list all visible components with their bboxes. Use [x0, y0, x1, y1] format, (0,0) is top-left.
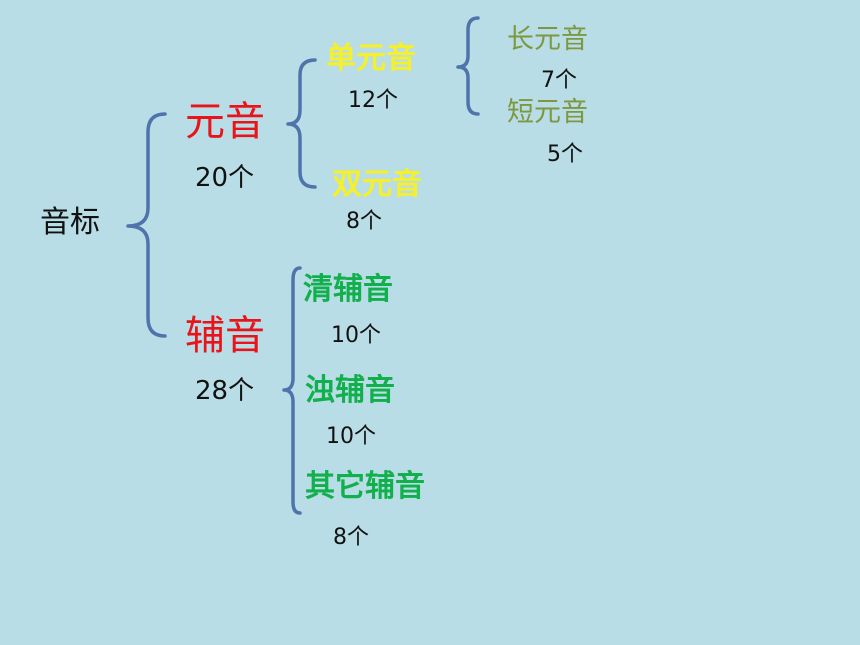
short-vowel-count: 5个 — [547, 142, 583, 167]
long-vowel-label: 长元音 — [507, 24, 588, 55]
vowel-bracket — [286, 58, 317, 189]
single-vowel-label: 单元音 — [326, 41, 416, 76]
voiceless-consonant-label: 清辅音 — [303, 272, 393, 307]
voiceless-consonant-count: 10个 — [331, 323, 381, 348]
root-label: 音标 — [40, 205, 100, 240]
single-vowel-bracket — [456, 16, 480, 116]
root-bracket — [126, 112, 167, 338]
vowel-count: 20个 — [195, 163, 255, 193]
vowel-label: 元音 — [185, 99, 265, 145]
other-consonant-count: 8个 — [333, 525, 369, 550]
other-consonant-label: 其它辅音 — [305, 469, 425, 504]
single-vowel-count: 12个 — [348, 88, 398, 113]
double-vowel-label: 双元音 — [332, 167, 422, 202]
voiced-consonant-label: 浊辅音 — [305, 373, 395, 408]
consonant-label: 辅音 — [185, 313, 265, 359]
long-vowel-count: 7个 — [541, 68, 577, 93]
consonant-count: 28个 — [195, 376, 255, 406]
double-vowel-count: 8个 — [346, 209, 382, 234]
voiced-consonant-count: 10个 — [326, 424, 376, 449]
consonant-bracket — [282, 266, 302, 515]
short-vowel-label: 短元音 — [507, 97, 588, 128]
